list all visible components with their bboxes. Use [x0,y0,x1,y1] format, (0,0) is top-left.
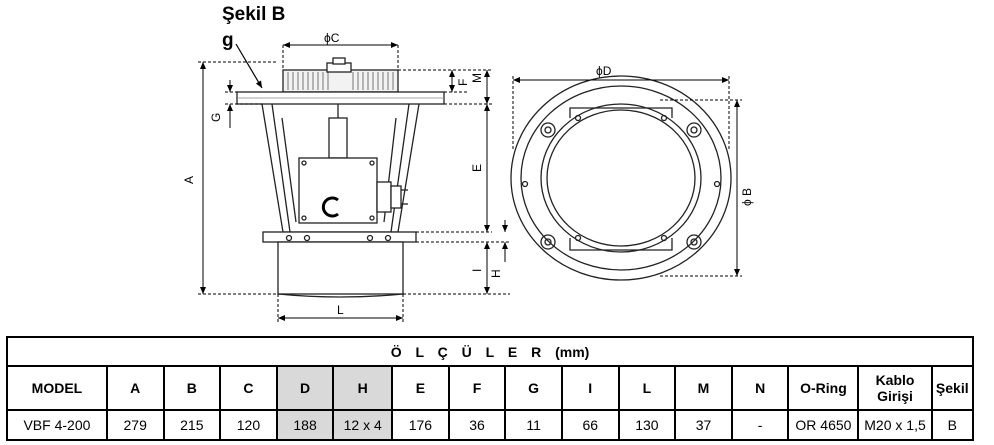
dim-label-g: G [209,113,223,122]
dim-label-f: F [456,79,470,86]
cell-l: 130 [617,409,677,441]
table-header-row: MODEL A B C D H E F G I L M N O-Ring Kab… [6,365,975,411]
header-n: N [730,365,790,411]
cell-h: 12 x 4 [332,409,394,441]
cell-n: - [730,409,790,441]
dim-label-d: ϕD [596,64,612,78]
figure-title: Şekil B [222,4,286,25]
header-e: E [391,365,450,411]
table-title-row: Ö L Ç Ü L E R (mm) [6,336,974,367]
header-i: I [560,365,620,411]
dim-label-b: ϕ B [740,188,754,206]
technical-drawing: ϕC A G F M E I H L [182,31,754,322]
dim-label-h: H [489,269,503,278]
side-view-dimensions [198,42,510,322]
header-b: B [162,365,222,411]
header-kablo-girisi: Kablo Girişi [857,365,933,411]
top-view-dimensions [512,76,742,277]
header-o-ring: O-Ring [787,365,860,411]
dim-label-i: I [470,269,484,272]
header-l: L [617,365,677,411]
cell-e: 176 [391,409,450,441]
cell-o-ring: OR 4650 [787,409,860,441]
cell-f: 36 [447,409,507,441]
cell-b: 215 [162,409,222,441]
table-title-unit: (mm) [555,343,590,360]
dim-label-c: ϕC [324,31,340,45]
cell-d: 188 [275,409,335,441]
dim-label-e: E [470,164,484,172]
cell-g: 11 [504,409,563,441]
dim-label-m: M [470,73,484,83]
side-view-dim-labels: ϕC A G F M E I H L [182,31,503,317]
header-sekil: Şekil [930,365,975,411]
header-f: F [447,365,507,411]
header-g: G [504,365,563,411]
top-view-dim-labels: ϕD ϕ B [596,64,754,206]
dim-label-l: L [337,303,344,317]
top-view [510,75,732,281]
header-d: D [275,365,335,411]
cell-m: 37 [674,409,733,441]
side-view [236,57,445,298]
header-m: M [674,365,733,411]
table-title-letters: Ö L Ç Ü L E R [390,343,547,360]
cell-a: 279 [105,409,165,441]
header-h: H [332,365,394,411]
dim-label-a: A [182,176,196,184]
table-row: VBF 4-200 279 215 120 188 12 x 4 176 36 … [6,409,975,441]
cell-c: 120 [219,409,278,441]
header-a: A [105,365,165,411]
header-model: MODEL [6,365,108,411]
g-leader [235,43,263,89]
cell-kablo-girisi: M20 x 1,5 [857,409,933,441]
label-g: g [222,30,234,51]
table-title: Ö L Ç Ü L E R (mm) [6,336,974,367]
dimensions-table: Ö L Ç Ü L E R (mm) MODEL A B C D H E F G… [6,336,975,441]
cell-i: 66 [560,409,620,441]
cell-sekil: B [930,409,975,441]
cell-model: VBF 4-200 [6,409,108,441]
header-c: C [219,365,278,411]
